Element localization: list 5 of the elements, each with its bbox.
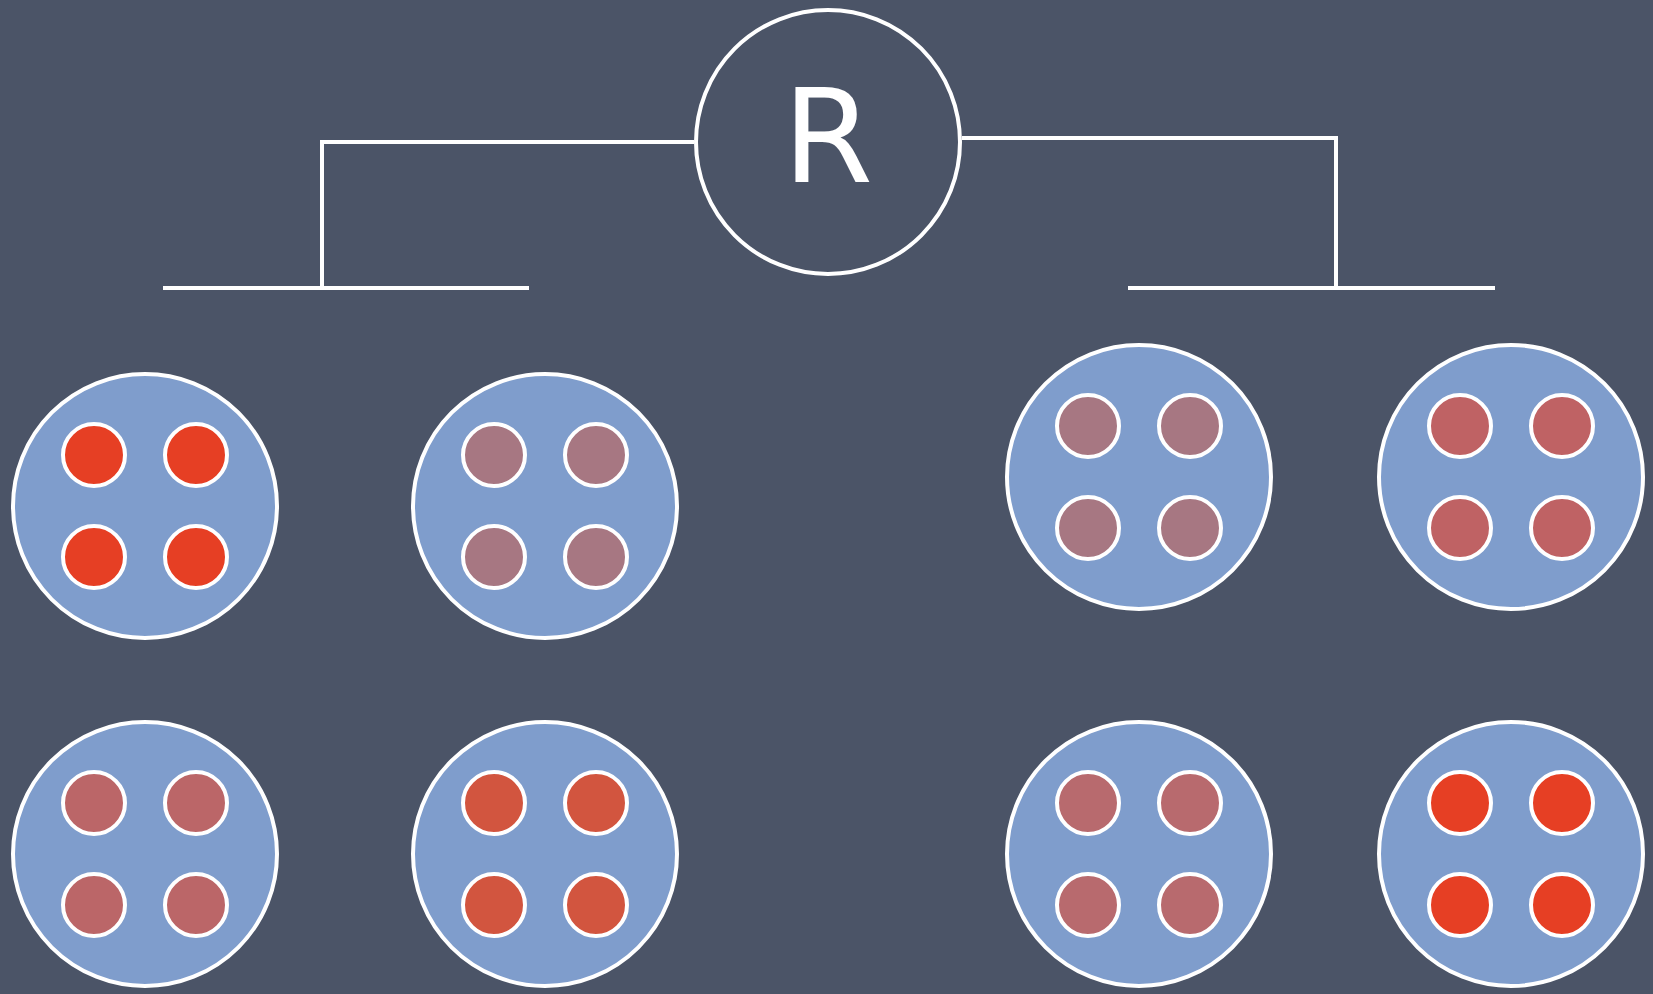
bracket-bar [1128, 286, 1495, 290]
connector-line [320, 140, 694, 286]
bracket-bar [163, 286, 529, 290]
connector-line [962, 136, 1338, 286]
node-label: R [782, 71, 874, 202]
